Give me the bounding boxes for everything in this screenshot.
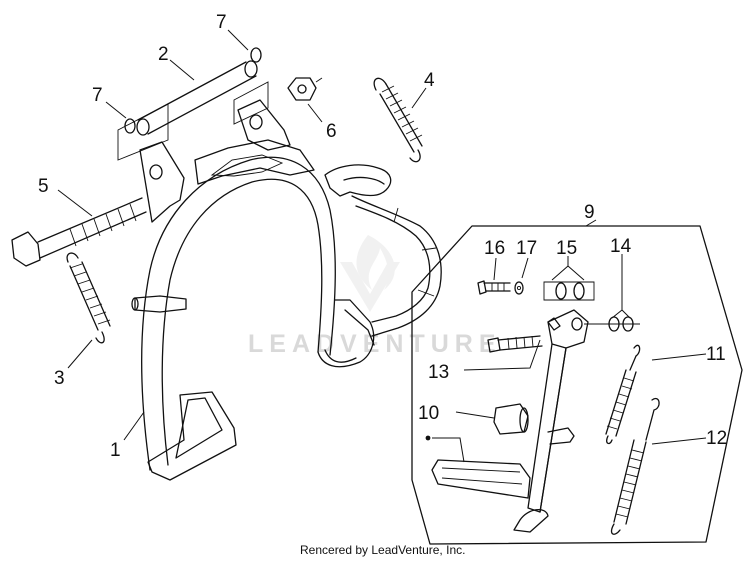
kickstand-assembly-part [411, 225, 743, 545]
callout-12: 12 [706, 428, 727, 449]
spring-part-4 [610, 397, 660, 535]
callout-10: 10 [418, 403, 439, 424]
callout-15: 15 [556, 238, 577, 259]
callout-11: 11 [706, 344, 726, 365]
callout-16: 16 [484, 238, 505, 259]
spring-part-3 [605, 344, 641, 445]
spring-part-2 [66, 252, 111, 344]
washer-part [124, 47, 262, 134]
callout-7-top: 7 [216, 12, 227, 33]
callout-5: 5 [38, 176, 49, 197]
bolt-part [11, 197, 147, 267]
washer-pair-part-2 [584, 316, 640, 332]
callout-4: 4 [424, 70, 435, 91]
spring-part [373, 77, 423, 163]
main-stand-part [131, 99, 442, 481]
pivot-shaft-part [117, 60, 269, 161]
callout-6: 6 [326, 121, 337, 142]
small-bolt-part [477, 280, 511, 295]
leader-dot [425, 435, 431, 441]
callout-1: 1 [110, 440, 121, 461]
callout-13: 13 [428, 362, 449, 383]
watermark-logo [340, 235, 400, 312]
bushing-part [493, 403, 529, 435]
bolt-part-2 [487, 335, 543, 353]
callout-3: 3 [54, 368, 65, 389]
callout-14: 14 [610, 236, 632, 257]
callout-17: 17 [516, 238, 537, 259]
callout-7-left: 7 [92, 85, 103, 106]
leader-lines [57, 29, 707, 463]
side-stand-part [431, 309, 589, 533]
washer-pair-part [543, 281, 595, 301]
small-washer-part [514, 281, 524, 295]
nut-part [287, 77, 323, 101]
credit-text: Rencered by LeadVenture, Inc. [300, 543, 465, 557]
callout-9: 9 [584, 202, 595, 223]
callout-2: 2 [158, 44, 169, 65]
watermark-text: LEADVENTURE [248, 330, 502, 358]
